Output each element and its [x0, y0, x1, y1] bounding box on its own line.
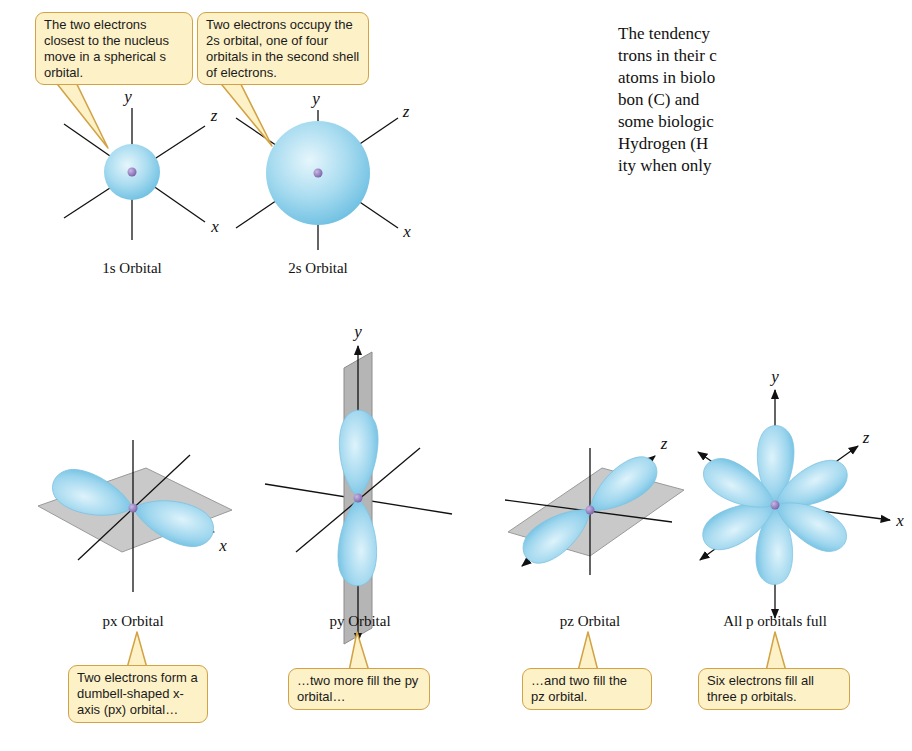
all-p-orbitals — [696, 390, 890, 618]
axis-label: y — [354, 322, 362, 342]
nucleus — [128, 168, 137, 177]
orbital-caption: pz Orbital — [560, 613, 620, 630]
2s-sphere — [266, 121, 370, 225]
axis-label: x — [219, 536, 227, 556]
body-text: some biologic — [618, 112, 714, 132]
callout-text: …and two fill the pz orbital. — [531, 673, 643, 705]
axis-label: z — [403, 102, 410, 122]
body-text: The tendency — [618, 24, 710, 44]
py-orbital — [265, 346, 452, 644]
axis-label: x — [211, 217, 219, 237]
axis-label: z — [211, 106, 218, 126]
orbital-caption: All p orbitals full — [723, 613, 827, 630]
orbital-caption: py Orbital — [329, 613, 390, 630]
callout-box: Two electrons occupy the 2s orbital, one… — [197, 12, 369, 85]
axis-label: y — [771, 367, 779, 387]
callout-pointer — [220, 82, 272, 146]
body-text: bon (C) and — [618, 90, 699, 110]
axis-label: y — [124, 87, 132, 107]
orbital-caption: 1s Orbital — [102, 260, 162, 277]
body-text: atoms in biolo — [618, 68, 715, 88]
callout-text: Two electrons form a dumbell-shaped x-ax… — [77, 670, 199, 718]
callout-text: Two electrons occupy the 2s orbital, one… — [206, 17, 360, 80]
axis-label: x — [896, 511, 904, 531]
pz-orbital — [505, 448, 684, 575]
callout-pointer — [349, 632, 369, 671]
body-text: Hydrogen (H — [618, 134, 708, 154]
1s-sphere — [104, 144, 160, 200]
callout-box: Six electrons fill all three p orbitals. — [698, 668, 850, 710]
callout-pointer — [127, 632, 147, 668]
orbital-caption: 2s Orbital — [288, 260, 348, 277]
axis-label: y — [312, 89, 320, 109]
1s-orbital — [64, 108, 205, 240]
callout-pointer — [578, 632, 598, 671]
callout-box: …two more fill the py orbital… — [288, 668, 430, 710]
callout-text: The two electrons closest to the nucleus… — [44, 17, 184, 80]
callout-pointer — [766, 632, 786, 671]
body-text: trons in their c — [618, 46, 717, 66]
px-orbital — [38, 440, 232, 592]
axis-label: z — [863, 428, 870, 448]
callout-box: The two electrons closest to the nucleus… — [35, 12, 193, 85]
callout-text: Six electrons fill all three p orbitals. — [707, 673, 841, 705]
callout-box: …and two fill the pz orbital. — [522, 668, 652, 710]
callout-box: Two electrons form a dumbell-shaped x-ax… — [68, 665, 208, 723]
orbital-caption: px Orbital — [102, 613, 163, 630]
body-text: ity when only — [618, 156, 712, 176]
callout-text: …two more fill the py orbital… — [297, 673, 421, 705]
nucleus — [314, 169, 323, 178]
axis-label: z — [661, 434, 668, 454]
axis-label: x — [403, 222, 411, 242]
callout-pointer — [56, 82, 108, 148]
